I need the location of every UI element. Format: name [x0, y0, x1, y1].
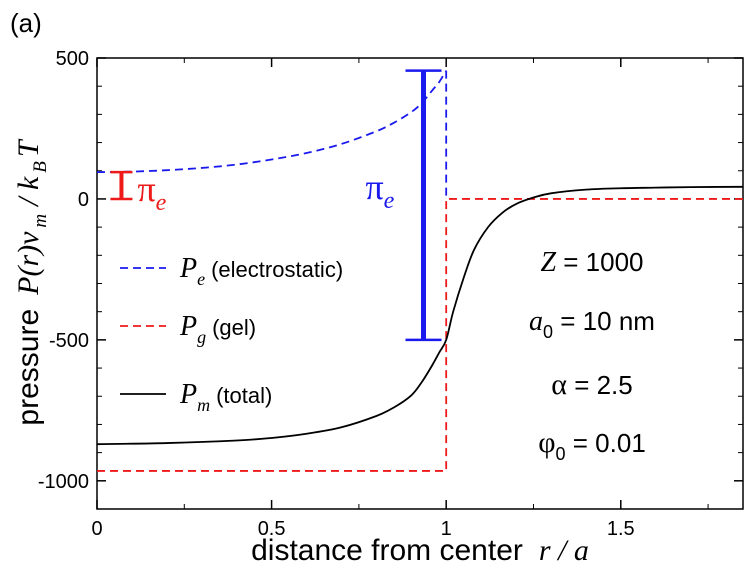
- label-pi_e_red: πe: [137, 169, 166, 216]
- legend-label-electrostatic: Pe(electrostatic): [179, 253, 343, 289]
- label-subscript: e: [384, 188, 395, 214]
- x-axis-label-text: distance from center: [251, 534, 523, 567]
- y-axis-label-text: pressure: [12, 309, 45, 426]
- y-axis-label: pressure P(r)v m / k B T: [12, 138, 51, 426]
- x-tick-label: 1: [441, 518, 452, 540]
- series-line-total: [97, 185, 743, 446]
- y-tick-label: 500: [56, 48, 89, 70]
- x-axis-label-var: r / a: [539, 534, 589, 567]
- series-line-gel: [97, 198, 743, 472]
- label-pi_e_blue: πe: [365, 167, 394, 214]
- legend: Pe(electrostatic) Pg(gel) Pm(total): [120, 253, 343, 415]
- svg-text:pressure P(r)v m: pressure P(r)v m / k B T: [12, 138, 51, 426]
- series-line-electrostatic: [97, 70, 447, 174]
- x-axis-label: distance from center r / a: [251, 534, 589, 567]
- label-subscript: e: [156, 190, 167, 216]
- param-0: Z = 1000: [540, 247, 643, 278]
- x-tick-label: 1.5: [607, 518, 635, 540]
- x-tick-label: 0.5: [258, 518, 286, 540]
- y-tick-label: 0: [78, 189, 89, 211]
- y-tick-label: -500: [49, 330, 89, 352]
- label-symbol: π: [365, 167, 383, 207]
- x-tick-label: 0: [91, 518, 102, 540]
- x-axis-ticks: 0 0.5 1 1.5: [91, 58, 709, 540]
- parameter-box: Z = 1000 a0 = 10 nm α = 2.5 φ0 = 0.01: [529, 247, 655, 464]
- y-axis-ticks: -1000 -500 0 500: [38, 48, 743, 510]
- param-2: α = 2.5: [551, 368, 633, 401]
- legend-label-total: Pm(total): [179, 379, 272, 415]
- param-3: φ0 = 0.01: [538, 426, 646, 464]
- param-1: a0 = 10 nm: [529, 306, 655, 342]
- panel-label: (a): [10, 8, 42, 38]
- legend-label-gel: Pg(gel): [179, 311, 256, 347]
- label-symbol: π: [137, 169, 155, 209]
- y-tick-label: -1000: [38, 471, 89, 493]
- series-layer: [97, 70, 743, 472]
